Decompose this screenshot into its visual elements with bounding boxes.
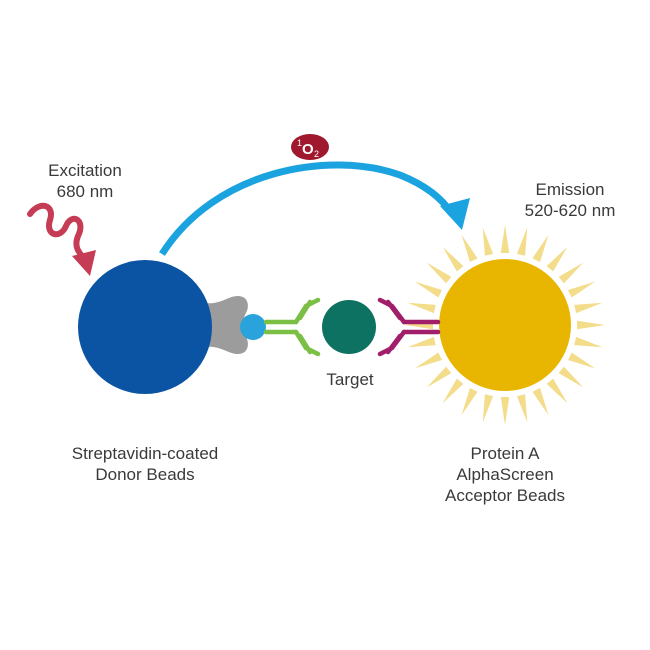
target-label: Target [326, 370, 374, 389]
excitation-arrowhead-icon [72, 250, 96, 276]
sun-ray [568, 352, 596, 369]
sun-ray [442, 246, 464, 272]
sun-ray [568, 281, 596, 298]
left-antibody [263, 297, 321, 357]
excitation-label: Excitation 680 nm [30, 160, 140, 202]
sun-ray [500, 397, 510, 425]
sun-ray [546, 378, 568, 404]
target-molecule [322, 300, 376, 354]
donor-bead-label: Streptavidin-coated Donor Beads [40, 443, 250, 485]
emission-rays [405, 225, 605, 425]
sun-ray [407, 336, 436, 348]
donor-label-line2: Donor Beads [95, 465, 195, 484]
sun-ray [532, 234, 549, 262]
sun-ray [558, 366, 584, 388]
acceptor-label-line1: Protein A [470, 444, 540, 463]
sun-ray [414, 281, 442, 298]
singlet-oxygen-subscript: 2 [314, 149, 319, 159]
sun-ray [546, 246, 568, 272]
singlet-oxygen-arrow [159, 161, 455, 256]
sun-ray [577, 320, 605, 330]
emission-label-line2: 520-620 nm [524, 201, 616, 220]
sun-ray [426, 262, 452, 284]
streptavidin-shape [205, 296, 248, 354]
sun-ray [414, 352, 442, 369]
biotin-dot [240, 314, 266, 340]
sun-ray [461, 234, 478, 262]
emission-label-line1: Emission [535, 180, 605, 199]
sun-ray [516, 394, 528, 423]
sun-ray [558, 262, 584, 284]
sun-ray [482, 227, 494, 256]
sun-ray [574, 336, 603, 348]
excitation-label-line2: 680 nm [56, 182, 114, 201]
sun-ray [500, 225, 510, 253]
acceptor-bead [439, 259, 571, 391]
excitation-label-line1: Excitation [48, 161, 122, 180]
singlet-oxygen-arrowhead-icon [440, 198, 470, 230]
sun-ray [482, 394, 494, 423]
right-antibody [377, 297, 441, 357]
donor-bead [78, 260, 212, 394]
sun-ray [461, 388, 478, 416]
sun-ray [407, 302, 436, 314]
sun-ray [426, 366, 452, 388]
singlet-oxygen-superscript: 1 [297, 138, 302, 148]
excitation-wave-icon [27, 202, 87, 261]
acceptor-label-line3: Acceptor Beads [444, 486, 565, 505]
singlet-oxygen-badge [291, 134, 329, 160]
sun-ray [574, 302, 603, 314]
acceptor-bead-label: Protein A AlphaScreen Acceptor Beads [420, 443, 590, 506]
emission-label: Emission 520-620 nm [500, 179, 640, 221]
singlet-oxygen-base: O [302, 141, 314, 158]
sun-ray [516, 227, 528, 256]
sun-ray [442, 378, 464, 404]
acceptor-label-line2: AlphaScreen [456, 465, 554, 484]
sun-ray [532, 388, 549, 416]
donor-label-line1: Streptavidin-coated [71, 444, 219, 463]
